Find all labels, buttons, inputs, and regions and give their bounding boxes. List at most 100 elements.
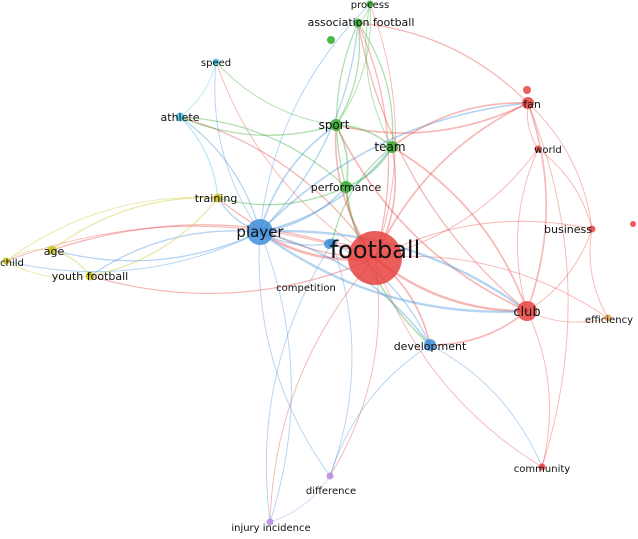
node-efficiency[interactable]	[604, 314, 612, 322]
edge-football-injury-incidence	[269, 257, 376, 523]
node-business[interactable]	[588, 225, 596, 233]
node-world[interactable]	[534, 145, 542, 153]
edge-team-process	[365, 3, 393, 148]
edge-football-efficiency	[374, 255, 609, 319]
node-process[interactable]	[366, 0, 374, 8]
node-athlete[interactable]	[175, 112, 185, 122]
edge-fan-association-football	[357, 22, 529, 104]
edge-football-difference	[329, 257, 379, 477]
label-child: child	[0, 258, 24, 269]
edge-performance-training	[217, 186, 347, 206]
edge-athlete-speed	[179, 61, 217, 118]
node-team[interactable]	[386, 141, 398, 153]
edge-performance-athlete	[179, 116, 347, 188]
label-association-football: association football	[308, 16, 415, 29]
node-child[interactable]	[2, 257, 10, 265]
edge-sport-performance	[335, 124, 349, 188]
label-injury-incidence: injury incidence	[231, 523, 310, 534]
label-player: player	[236, 223, 284, 241]
node-injury-incidence[interactable]	[266, 518, 274, 526]
edge-football-speed	[215, 61, 376, 259]
edge-player-fan	[259, 102, 529, 233]
edge-club-world	[516, 148, 539, 312]
edge-player-youth-football	[89, 230, 261, 277]
label-fan: fan	[523, 98, 541, 111]
label-efficiency: efficiency	[585, 315, 633, 326]
edge-club-development	[429, 310, 528, 346]
node-dot-2	[327, 36, 335, 44]
label-business: business	[544, 223, 592, 236]
node-training[interactable]	[213, 193, 223, 203]
edge-difference-injury-incidence	[269, 475, 331, 523]
edge-development-competition	[331, 242, 431, 346]
edge-performance-association-football	[336, 22, 359, 188]
edge-training-youth-football	[89, 197, 219, 277]
edge-football-athlete	[179, 116, 376, 259]
edge-club-association-football	[357, 22, 528, 312]
node-sport[interactable]	[330, 119, 342, 131]
label-difference: difference	[306, 486, 356, 497]
edge-fan-business	[527, 102, 593, 230]
node-youth-football[interactable]	[85, 271, 95, 281]
label-performance: performance	[311, 181, 382, 194]
edge-team-association-football	[357, 22, 394, 148]
label-development: development	[394, 340, 467, 353]
edge-player-injury-incidence	[259, 231, 292, 523]
node-difference[interactable]	[326, 472, 334, 480]
label-world: world	[534, 145, 562, 156]
label-youth-football: youth football	[52, 270, 128, 283]
edge-football-process	[369, 3, 396, 259]
node-club[interactable]	[517, 301, 537, 321]
edge-player-club	[258, 230, 529, 313]
edge-football-business	[374, 220, 593, 259]
node-football[interactable]	[348, 231, 402, 285]
edge-club-sport	[335, 124, 528, 312]
node-dot-3	[324, 239, 334, 249]
node-player[interactable]	[247, 219, 273, 245]
label-age: age	[44, 245, 65, 258]
edge-football-community	[374, 257, 543, 468]
label-community: community	[514, 464, 570, 475]
label-club: club	[513, 305, 540, 320]
edge-team-competition	[331, 146, 393, 244]
edge-sport-association-football	[335, 22, 361, 126]
edge-football-youth-football	[89, 257, 376, 295]
edge-fan-community	[527, 102, 569, 468]
edge-youth-football-child	[5, 260, 91, 279]
edge-world-business	[537, 148, 593, 230]
edge-football-fan	[374, 102, 529, 259]
node-fan[interactable]	[522, 97, 534, 109]
edges-layer	[5, 3, 609, 523]
edge-fan-sport	[335, 102, 529, 134]
edge-player-age	[51, 231, 261, 262]
label-speed: speed	[201, 58, 231, 69]
node-speed[interactable]	[212, 58, 220, 66]
label-sport: sport	[319, 118, 350, 132]
label-competition: competition	[276, 283, 336, 294]
edge-development-community	[429, 344, 543, 468]
node-age[interactable]	[47, 245, 57, 255]
edge-player-team	[259, 146, 393, 233]
edge-competition-injury-incidence	[265, 242, 333, 523]
edge-player-process	[259, 3, 371, 233]
label-athlete: athlete	[161, 111, 200, 124]
edge-football-association-football	[357, 22, 390, 259]
edge-competition-difference	[329, 242, 353, 477]
node-development[interactable]	[424, 339, 436, 351]
edge-player-speed	[214, 61, 261, 233]
edge-player-difference	[258, 231, 331, 477]
edge-sport-process	[335, 3, 371, 126]
edge-player-athlete	[179, 116, 261, 233]
edge-club-team	[391, 146, 528, 312]
node-dot-1	[630, 221, 636, 227]
node-community[interactable]	[538, 463, 546, 471]
label-football: football	[330, 236, 421, 264]
edge-club-player	[258, 230, 529, 313]
edge-training-child	[5, 196, 219, 262]
label-process: process	[351, 0, 389, 11]
edge-club-community	[526, 310, 550, 468]
node-association-football[interactable]	[353, 18, 363, 28]
node-performance[interactable]	[340, 181, 352, 193]
edge-player-association-football	[259, 22, 359, 233]
